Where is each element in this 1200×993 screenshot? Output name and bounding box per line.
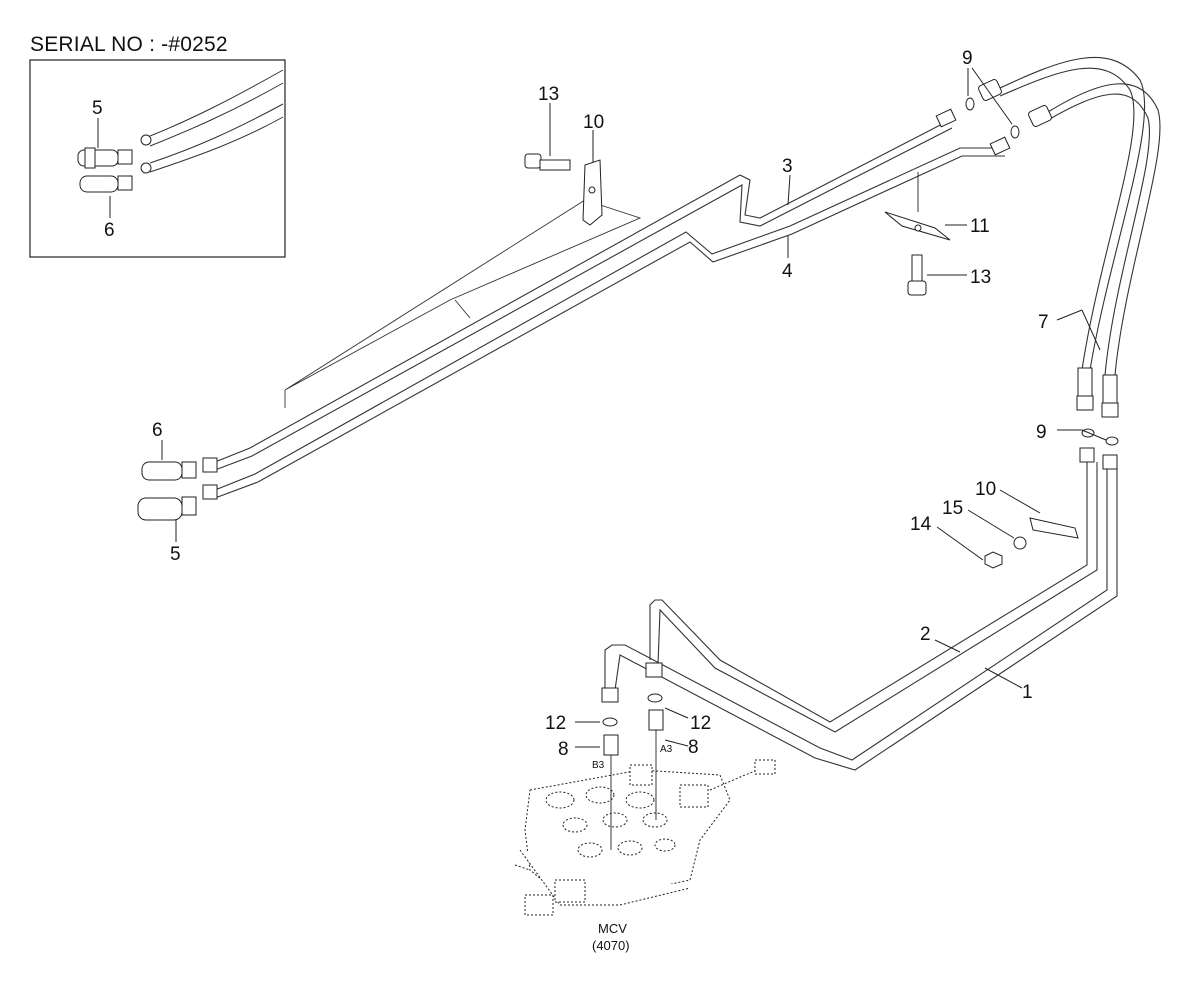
pipes-1-2 — [604, 460, 1118, 771]
inset-coupler-male — [79, 162, 152, 193]
callout-6-main: 6 — [152, 420, 163, 441]
callout-5-inset: 5 — [92, 98, 103, 119]
serial-variant-inset: 5 6 — [29, 59, 286, 258]
callout-13-top: 13 — [538, 84, 559, 105]
guide-lines — [284, 199, 642, 408]
callout-13-right: 13 — [970, 267, 991, 288]
adapters-8 — [603, 709, 664, 756]
top-bolt — [524, 153, 571, 171]
callout-9-mid: 9 — [1036, 422, 1047, 443]
lower-clamp-bracket — [1029, 517, 1079, 539]
pipe-1-2-fittings — [601, 447, 1118, 703]
callout-10-top: 10 — [583, 112, 604, 133]
callout-10-right: 10 — [975, 479, 996, 500]
pipe-top-fittings — [935, 108, 1011, 156]
callout-9-top: 9 — [962, 48, 973, 69]
port-label-a3: A3 — [660, 744, 673, 755]
callout-2: 2 — [920, 624, 931, 645]
callout-5-main: 5 — [170, 544, 181, 565]
nut — [984, 551, 1003, 569]
port-leaders — [610, 730, 657, 850]
right-clamp-bracket — [884, 211, 951, 241]
o-rings-9 — [965, 97, 1119, 446]
callout-14: 14 — [910, 514, 932, 535]
inset-hoses — [149, 69, 284, 173]
callout-15: 15 — [942, 498, 963, 519]
right-bolt — [907, 254, 927, 296]
callout-8-left: 8 — [558, 739, 569, 760]
serial-number-note: SERIAL NO : -#0252 — [30, 33, 228, 56]
callout-6-inset: 6 — [104, 220, 115, 241]
hose-7-fittings — [978, 79, 1119, 418]
pipes-3-4 — [214, 119, 1005, 499]
callout-12-left: 12 — [545, 713, 566, 734]
washer — [1013, 536, 1027, 550]
callout-8-right: 8 — [688, 737, 699, 758]
callout-7: 7 — [1038, 312, 1049, 333]
callout-4: 4 — [782, 261, 793, 282]
hoses-7 — [999, 56, 1161, 376]
top-clamp-bracket — [582, 159, 603, 226]
main-control-valve — [514, 759, 776, 916]
o-rings-12 — [602, 693, 663, 727]
callout-1: 1 — [1022, 682, 1033, 703]
inset-coupler-female — [77, 134, 152, 169]
mcv-label: MCV — [598, 921, 627, 936]
callout-12-right: 12 — [690, 713, 711, 734]
callout-11: 11 — [970, 216, 990, 237]
callout-3: 3 — [782, 156, 793, 177]
mcv-code: (4070) — [592, 938, 630, 953]
main-couplers — [137, 457, 218, 521]
port-label-b3: B3 — [592, 760, 605, 771]
leader-lines — [549, 67, 1107, 748]
